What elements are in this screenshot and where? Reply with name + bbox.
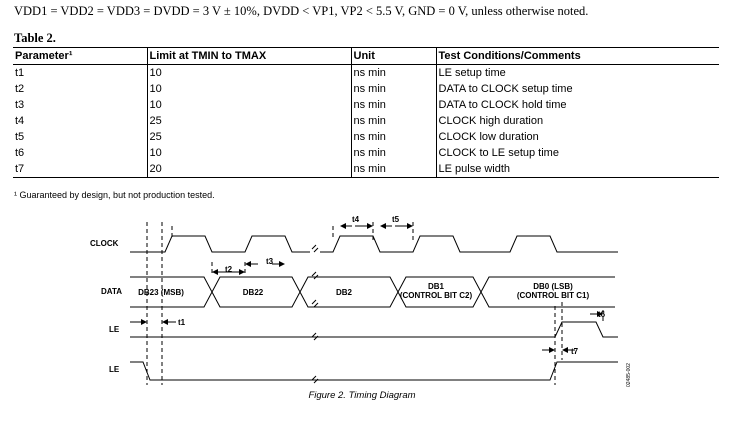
timing-label-t4: t4 xyxy=(352,215,360,224)
table-title: Table 2. xyxy=(14,31,56,45)
le-waveform-upper xyxy=(130,321,618,338)
signal-label-clock: CLOCK xyxy=(90,239,119,248)
timing-spec-table: Parameter¹ Limit at TMIN to TMAX Unit Te… xyxy=(13,47,719,178)
data-label-db1: DB1 xyxy=(428,282,445,291)
signal-label-le-upper: LE xyxy=(109,325,120,334)
cell-limit: 10 xyxy=(146,97,351,113)
data-label-control-c2: (CONTROL BIT C2) xyxy=(400,291,473,300)
header-parameter: Parameter¹ xyxy=(13,47,147,65)
cell-unit: ns min xyxy=(350,97,436,113)
data-label-db0: DB0 (LSB) xyxy=(533,282,573,291)
cell-comment: LE setup time xyxy=(435,64,719,81)
table-footnote: ¹ Guaranteed by design, but not producti… xyxy=(14,190,215,200)
cell-comment: CLOCK low duration xyxy=(435,129,719,145)
cell-limit: 10 xyxy=(146,81,351,97)
signal-label-le-lower: LE xyxy=(109,365,120,374)
timing-label-t6: t6 xyxy=(598,310,606,319)
header-limit: Limit at TMIN to TMAX xyxy=(146,47,351,65)
figure-caption: Figure 2. Timing Diagram xyxy=(308,390,415,401)
cell-unit: ns min xyxy=(350,113,436,129)
data-label-db23: DB23 (MSB) xyxy=(138,288,184,297)
cell-limit: 10 xyxy=(146,64,351,81)
data-label-db22: DB22 xyxy=(243,288,264,297)
clock-waveform xyxy=(130,235,618,253)
cell-unit: ns min xyxy=(350,145,436,161)
cell-parameter: t4 xyxy=(15,115,25,127)
data-label-control-c1: (CONTROL BIT C1) xyxy=(517,291,590,300)
signal-label-data: DATA xyxy=(101,287,122,296)
cell-parameter: t5 xyxy=(15,131,25,143)
timing-label-t2: t2 xyxy=(225,265,233,274)
cell-unit: ns min xyxy=(350,81,436,97)
table-row: t2 10 ns min DATA to CLOCK setup time xyxy=(13,81,719,97)
cell-limit: 10 xyxy=(146,145,351,161)
data-label-db2: DB2 xyxy=(336,288,353,297)
supply-conditions: VDD1 = VDD2 = VDD3 = DVDD = 3 V ± 10%, D… xyxy=(14,4,589,18)
cell-parameter: t1 xyxy=(15,67,25,79)
cell-comment: DATA to CLOCK setup time xyxy=(435,81,719,97)
cell-unit: ns min xyxy=(350,64,436,81)
cell-limit: 20 xyxy=(146,161,351,178)
cell-parameter: t7 xyxy=(13,161,147,178)
table-row: t7 20 ns min LE pulse width xyxy=(13,161,719,178)
cell-unit: ns min xyxy=(350,129,436,145)
cell-unit: ns min xyxy=(350,161,436,178)
cell-limit: 25 xyxy=(146,113,351,129)
timing-label-t5: t5 xyxy=(392,215,400,224)
le-waveform-lower xyxy=(130,361,618,381)
table-row: t1 10 ns min LE setup time xyxy=(13,64,719,81)
timing-label-t1: t1 xyxy=(178,318,186,327)
table-row: t4 25 ns min CLOCK high duration xyxy=(13,113,719,129)
cell-parameter: t2 xyxy=(15,83,25,95)
cell-comment: LE pulse width xyxy=(435,161,719,178)
data-bus xyxy=(130,276,615,308)
cell-comment: CLOCK to LE setup time xyxy=(435,145,719,161)
cell-comment: CLOCK high duration xyxy=(435,113,719,129)
cell-limit: 25 xyxy=(146,129,351,145)
timing-label-t7: t7 xyxy=(571,347,579,356)
header-conditions: Test Conditions/Comments xyxy=(435,47,719,65)
cell-comment: DATA to CLOCK hold time xyxy=(435,97,719,113)
table-header-row: Parameter¹ Limit at TMIN to TMAX Unit Te… xyxy=(13,47,719,65)
table-row: t3 10 ns min DATA to CLOCK hold time xyxy=(13,97,719,113)
header-unit: Unit xyxy=(350,47,436,65)
table-row: t6 10 ns min CLOCK to LE setup time xyxy=(13,145,719,161)
timing-diagram: CLOCK DATA LE LE DB23 (MSB) DB22 DB2 DB1… xyxy=(90,215,632,401)
cell-parameter: t6 xyxy=(15,147,25,159)
document-code: 02485-002 xyxy=(626,363,632,387)
timing-label-t3: t3 xyxy=(266,257,274,266)
cell-parameter: t3 xyxy=(15,99,25,111)
table-row: t5 25 ns min CLOCK low duration xyxy=(13,129,719,145)
